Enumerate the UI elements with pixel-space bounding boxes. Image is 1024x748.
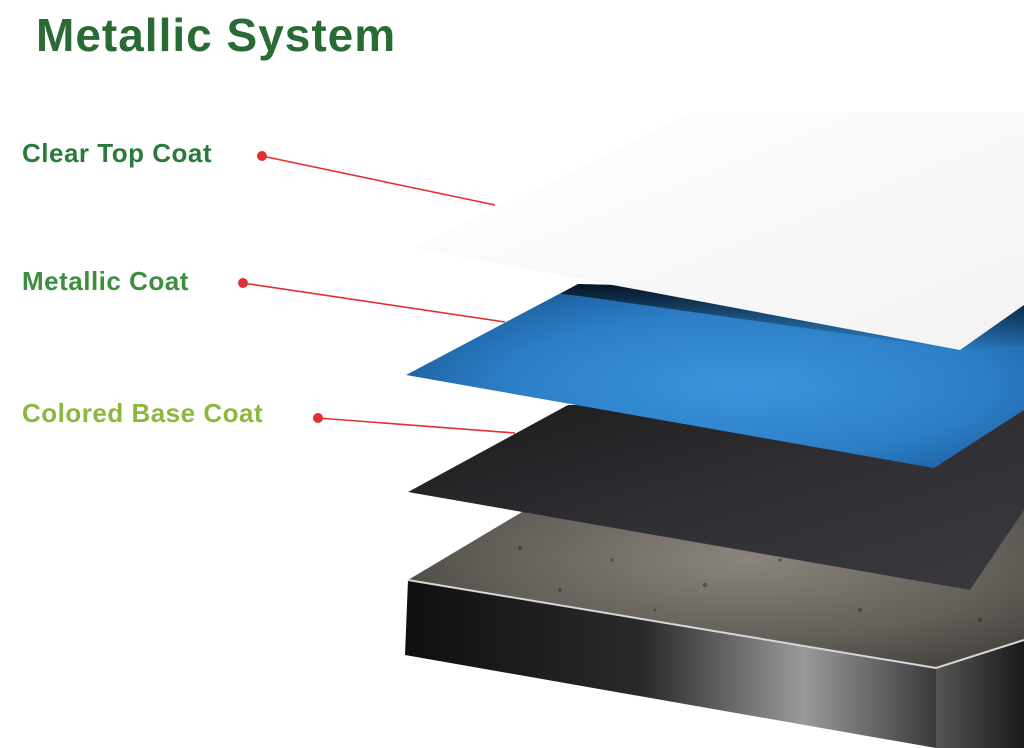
leader-dot-clear-top-coat bbox=[257, 151, 267, 161]
concrete-slab-right bbox=[936, 640, 1024, 748]
label-metallic-coat: Metallic Coat bbox=[22, 266, 189, 296]
leader-dot-metallic-coat bbox=[238, 278, 248, 288]
concrete-slab-edge-highlight bbox=[407, 579, 1024, 670]
label-colored-base-coat: Colored Base Coat bbox=[22, 398, 264, 428]
clear-top-coat-layer bbox=[415, 112, 1024, 350]
leader-line-metallic-coat bbox=[242, 282, 506, 323]
diagram-title: Metallic System bbox=[36, 9, 397, 61]
leader-line-colored-base-coat bbox=[317, 417, 516, 434]
leader-line-clear-top-coat bbox=[261, 155, 496, 206]
label-clear-top-coat: Clear Top Coat bbox=[22, 138, 212, 168]
leader-lines bbox=[238, 151, 516, 434]
leader-dot-colored-base-coat bbox=[313, 413, 323, 423]
concrete-slab-front bbox=[405, 580, 936, 748]
